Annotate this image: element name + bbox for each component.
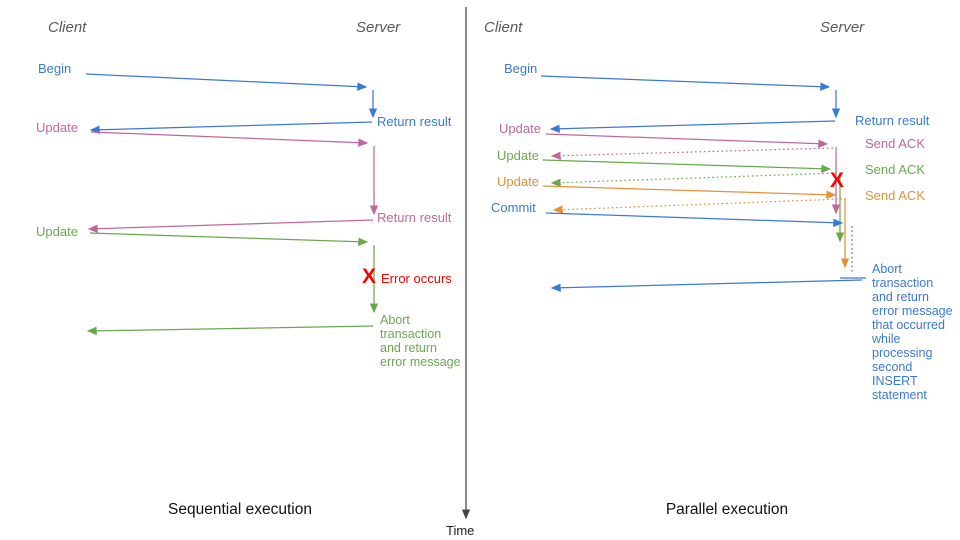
seq-return-result-1-label: Return result xyxy=(377,114,452,129)
par-update-1-request-arrow xyxy=(545,133,829,148)
par-error-x-icon: X xyxy=(830,169,845,192)
seq-update-2-request-arrow xyxy=(89,232,369,246)
seq-server-header: Server xyxy=(356,19,401,36)
seq-begin-request-arrow xyxy=(85,73,368,91)
par-abort-label: Abort transaction and return error messa… xyxy=(872,262,953,402)
seq-caption: Sequential execution xyxy=(168,501,312,518)
par-send-ack-3-dashed-arrow xyxy=(552,198,843,214)
par-send-ack-2-label: Send ACK xyxy=(865,162,925,177)
par-update-3-request-arrow xyxy=(542,185,837,199)
par-update-2-request-arrow xyxy=(542,159,832,173)
seq-abort-label: Abort transaction and return error messa… xyxy=(380,313,461,369)
par-return-result-label: Return result xyxy=(855,113,930,128)
par-send-ack-1-dashed-arrow xyxy=(550,147,834,160)
seq-abort-return-arrow xyxy=(86,325,374,336)
seq-update-1-request-arrow xyxy=(90,131,369,147)
seq-update-2-label: Update xyxy=(36,224,78,239)
par-abort-return-arrow xyxy=(550,279,863,293)
par-send-ack-2-dashed-arrow xyxy=(550,172,838,187)
par-commit-label: Commit xyxy=(491,200,536,215)
par-update-1-label: Update xyxy=(499,121,541,136)
par-update-2-label: Update xyxy=(497,148,539,163)
seq-return-result-2-arrow xyxy=(87,219,374,233)
seq-update-1-label: Update xyxy=(36,120,78,135)
par-commit-request-arrow xyxy=(545,212,844,227)
seq-return-result-2-label: Return result xyxy=(377,210,452,225)
par-begin-request-arrow xyxy=(540,75,831,91)
par-client-header: Client xyxy=(484,19,523,36)
time-axis-label: Time xyxy=(446,523,475,538)
par-send-ack-1-label: Send ACK xyxy=(865,136,925,151)
seq-client-header: Client xyxy=(48,19,87,36)
seq-error-x-icon: X xyxy=(362,265,377,288)
par-begin-label: Begin xyxy=(504,61,538,76)
seq-return-result-1-arrow xyxy=(89,121,373,134)
par-caption: Parallel execution xyxy=(665,501,789,518)
par-update-3-label: Update xyxy=(497,174,539,189)
par-send-ack-3-label: Send ACK xyxy=(865,188,925,203)
seq-error-label: Error occurs xyxy=(381,271,452,286)
seq-begin-label: Begin xyxy=(38,61,72,76)
par-server-header: Server xyxy=(820,19,865,36)
par-return-result-arrow xyxy=(549,120,836,134)
